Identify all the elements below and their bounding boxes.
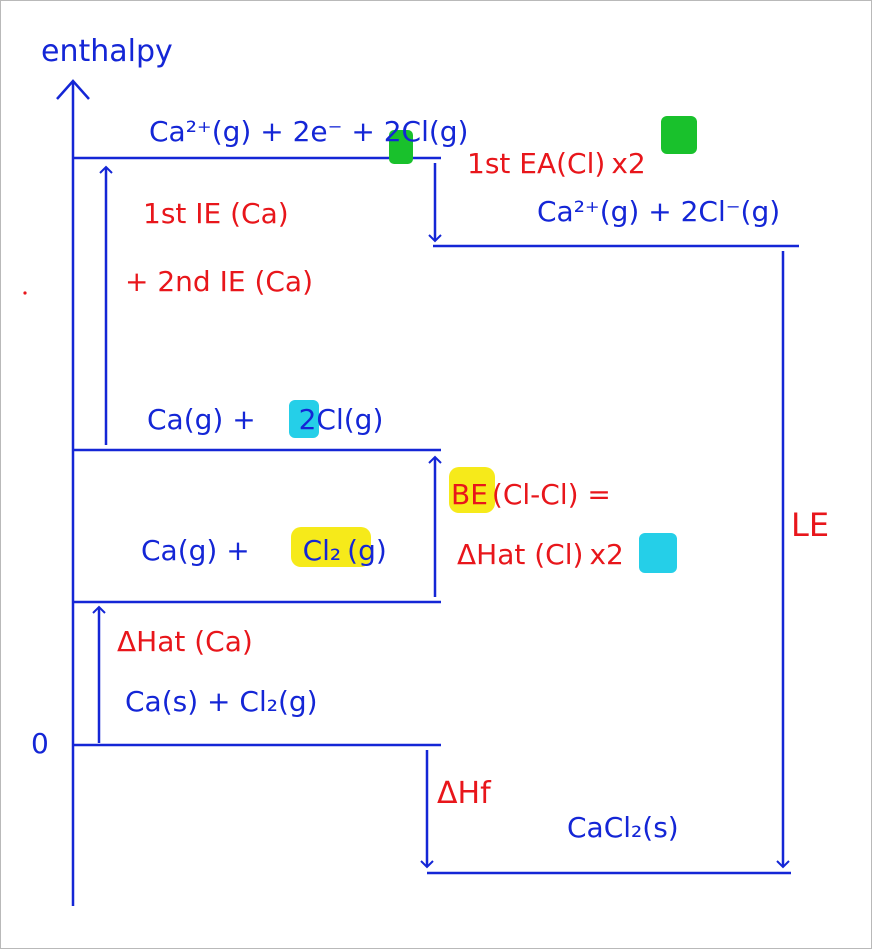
axis-label: enthalpy — [41, 34, 173, 69]
highlight-green-top-coef — [389, 130, 413, 164]
label-ions-electrons: Ca²⁺(g) + 2e⁻ + 2Cl(g) — [149, 115, 468, 148]
label-hat-ca: ΔHat (Ca) — [117, 625, 253, 658]
label-ie-second: + 2nd IE (Ca) — [125, 265, 313, 298]
label-ie-first: 1st IE (Ca) — [143, 197, 289, 230]
energy-levels — [73, 156, 799, 875]
label-hf: ΔHf — [437, 776, 492, 811]
highlight-cyan-hat-coef — [639, 533, 677, 573]
ink-dot — [23, 291, 27, 295]
label-product: CaCl₂(s) — [567, 811, 679, 844]
zero-label: 0 — [31, 727, 49, 760]
label-le: LE — [791, 506, 829, 544]
label-hat-cl: ΔHat (Cl)x2 — [457, 538, 624, 571]
highlight-cyan-atoms-coef — [289, 400, 319, 438]
label-ea: 1st EA(Cl)x2 — [467, 147, 646, 180]
enthalpy-axis — [56, 79, 90, 906]
label-gaseous-atoms: Ca(g) + 2Cl(g) — [147, 403, 383, 436]
label-ca-gas: Ca(g) + Cl₂(g) — [141, 534, 387, 567]
label-elements: Ca(s) + Cl₂(g) — [125, 685, 318, 718]
highlight-green-ea-coef — [661, 116, 697, 154]
highlight-yellow-cl2 — [291, 527, 371, 567]
step-arrows — [92, 163, 790, 869]
label-be: BE(Cl-Cl) = — [451, 478, 611, 511]
highlight-yellow-be — [449, 467, 495, 513]
label-ions: Ca²⁺(g) + 2Cl⁻(g) — [537, 195, 780, 228]
